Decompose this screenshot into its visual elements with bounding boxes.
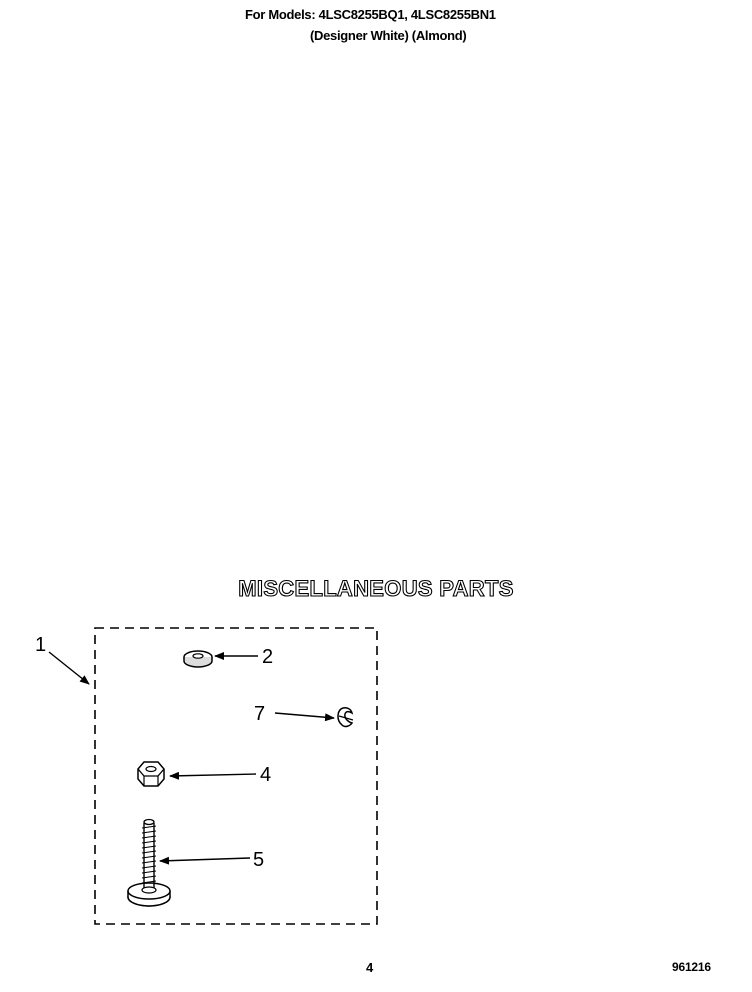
hex-nut-part: [137, 761, 165, 787]
callout-kit-leader: [48, 651, 90, 685]
section-title: MISCELLANEOUS PARTS: [238, 575, 514, 601]
colors-header: (Designer White) (Almond): [310, 28, 467, 43]
document-code: 961216: [672, 960, 711, 974]
callout-clip-leader: [274, 712, 335, 722]
washer-part: [183, 650, 213, 668]
clip-part: [337, 707, 354, 728]
callout-screw-leader: [159, 856, 251, 865]
callout-washer-label: 2: [262, 646, 273, 668]
callout-kit-label: 1: [35, 634, 46, 656]
kit-boundary-box: [94, 627, 378, 925]
callout-nut-leader: [169, 771, 257, 780]
leveling-screw-part: [127, 818, 171, 907]
models-header: For Models: 4LSC8255BQ1, 4LSC8255BN1: [245, 7, 496, 22]
callout-nut-label: 4: [260, 764, 271, 786]
callout-screw-label: 5: [253, 849, 264, 871]
callout-clip-label: 7: [254, 703, 265, 725]
page-number: 4: [366, 960, 374, 975]
